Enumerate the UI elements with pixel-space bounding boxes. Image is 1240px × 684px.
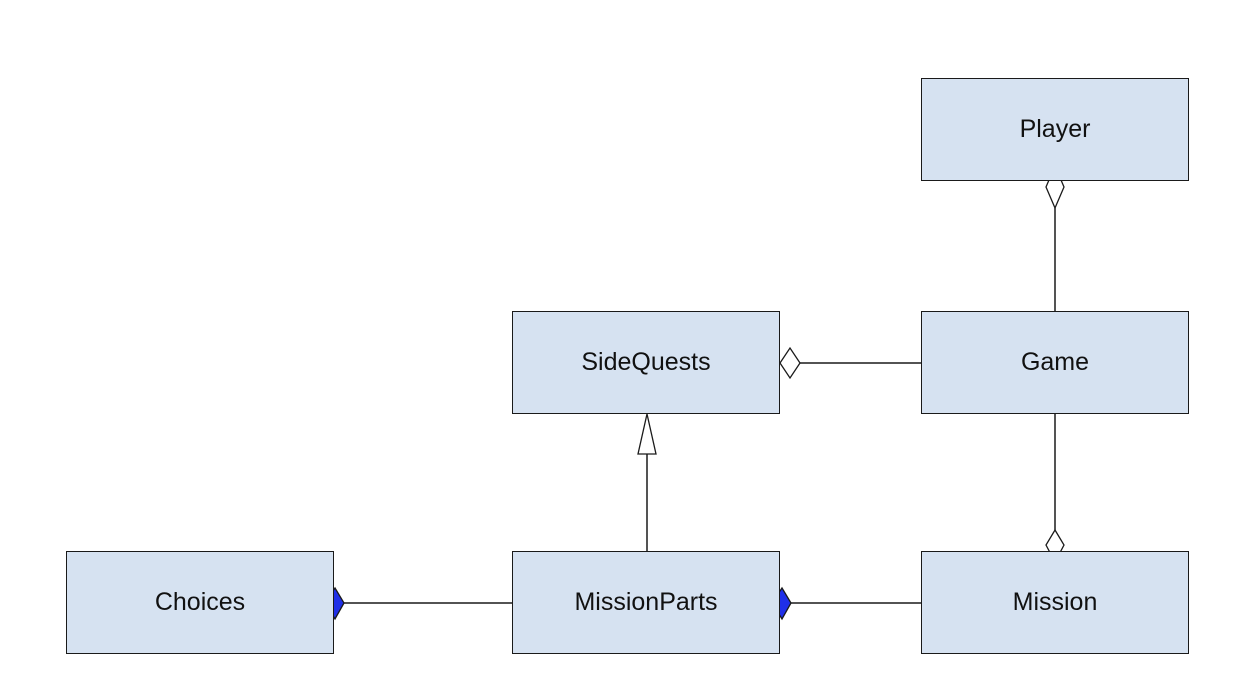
class-name-player: Player: [1019, 115, 1091, 143]
class-box-player[interactable]: Player: [921, 78, 1189, 181]
class-box-missionparts[interactable]: MissionParts: [512, 551, 780, 654]
class-name-sidequests: SideQuests: [581, 348, 711, 376]
generalization-arrowhead: [637, 413, 657, 455]
class-name-mission: Mission: [1012, 588, 1098, 616]
class-box-mission[interactable]: Mission: [921, 551, 1189, 654]
sidequests-aggregation-diamond: [779, 346, 801, 380]
class-name-game: Game: [1020, 348, 1090, 376]
class-box-choices[interactable]: Choices: [66, 551, 334, 654]
class-box-game[interactable]: Game: [921, 311, 1189, 414]
class-name-missionparts: MissionParts: [574, 588, 718, 616]
class-box-sidequests[interactable]: SideQuests: [512, 311, 780, 414]
class-name-choices: Choices: [154, 588, 246, 616]
